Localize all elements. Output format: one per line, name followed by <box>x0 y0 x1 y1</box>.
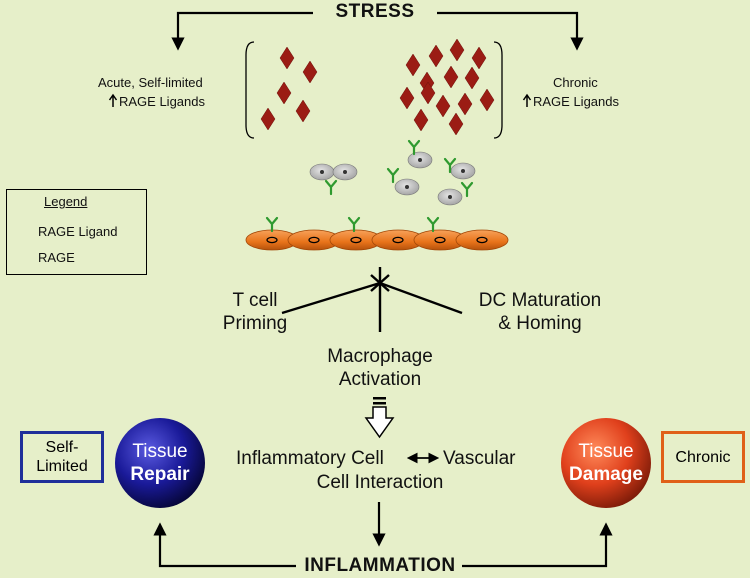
rage-ligand <box>295 99 311 123</box>
rage-ligand <box>471 46 487 70</box>
legend-rage-label: RAGE <box>38 250 75 265</box>
self-limited-line1: Self- <box>45 439 79 456</box>
chronic-label: Chronic <box>553 75 598 90</box>
rage-ligand <box>457 92 473 116</box>
rage-ligand <box>260 107 276 131</box>
tissue-repair-word1: Tissue <box>132 441 188 462</box>
chronic-ligands-label: RAGE Ligands <box>533 94 619 109</box>
macrophage-activation-label: Macrophage Activation <box>300 345 460 391</box>
ligand-bracket <box>245 41 503 139</box>
immune-cell <box>407 151 433 169</box>
hollow-down-arrow <box>364 397 395 439</box>
rage-ligand <box>448 112 464 136</box>
rage-ligand <box>302 60 318 84</box>
immune-cell <box>394 178 420 196</box>
tissue-repair-word2: Repair <box>130 464 190 485</box>
rage-receptor <box>265 216 279 233</box>
rage-ligand <box>443 65 459 89</box>
dc-maturation-label: DC Maturation & Homing <box>455 289 625 335</box>
immune-cell <box>450 162 476 180</box>
rage-receptor <box>386 167 400 184</box>
tissue-repair-sphere <box>115 418 205 508</box>
acute-label: Acute, Self-limited <box>98 75 203 90</box>
immune-cell <box>332 163 358 181</box>
rage-receptor <box>426 216 440 233</box>
dc-line2: & Homing <box>498 313 582 334</box>
self-limited-line2: Limited <box>36 458 88 475</box>
rage-ligand <box>405 53 421 77</box>
up-arrow-icons <box>108 93 532 107</box>
immune-cell <box>309 163 335 181</box>
tissue-damage-label: Tissue Damage <box>561 440 651 486</box>
immune-cells <box>309 139 476 206</box>
stress-label: STRESS <box>335 1 415 22</box>
inflammation-label: INFLAMMATION <box>304 555 456 576</box>
rage-receptor <box>324 179 338 196</box>
vascular-label: Vascular <box>443 448 516 469</box>
rage-ligand <box>399 86 415 110</box>
immune-cell <box>437 188 463 206</box>
inflammatory-cell-label: Inflammatory Cell <box>236 448 384 469</box>
cell-interaction-label: Cell Interaction <box>316 472 444 493</box>
tissue-damage-sphere <box>561 418 651 508</box>
tissue-repair-label: Tissue Repair <box>115 440 205 486</box>
legend-ligand-label: RAGE Ligand <box>38 224 118 239</box>
dc-line1: DC Maturation <box>478 290 602 311</box>
rage-ligand <box>449 38 465 62</box>
endothelial-layer <box>245 216 509 251</box>
macrophage-line1: Macrophage <box>327 346 433 367</box>
acute-ligands-label: RAGE Ligands <box>119 94 205 109</box>
rage-receptor <box>347 216 361 233</box>
rage-ligand <box>276 81 292 105</box>
rage-ligand <box>279 46 295 70</box>
chronic-box: Chronic <box>661 431 745 483</box>
self-limited-box: Self- Limited <box>20 431 104 483</box>
t-cell-line1: T cell <box>232 290 278 311</box>
stress-arrows <box>171 11 584 51</box>
rage-ligand <box>464 66 480 90</box>
chronic-ligands <box>399 38 495 136</box>
rage-ligand <box>413 108 429 132</box>
macrophage-line2: Activation <box>338 369 422 390</box>
branch-lines <box>281 267 463 332</box>
tissue-damage-word2: Damage <box>569 464 643 485</box>
t-cell-line2: Priming <box>222 313 288 334</box>
acute-ligands <box>260 46 318 131</box>
legend-box: Legend RAGE Ligand RAGE <box>6 189 147 275</box>
t-cell-priming-label: T cell Priming <box>200 289 310 335</box>
endothelial-cell <box>455 229 509 251</box>
rage-ligand <box>428 44 444 68</box>
rage-ligand <box>435 94 451 118</box>
endothelial-cell <box>413 229 467 251</box>
inflammation-arrows <box>153 522 613 568</box>
legend-title: Legend <box>44 194 88 209</box>
tissue-damage-word1: Tissue <box>578 441 634 462</box>
rage-ligand <box>479 88 495 112</box>
rage-receptor <box>460 181 474 198</box>
